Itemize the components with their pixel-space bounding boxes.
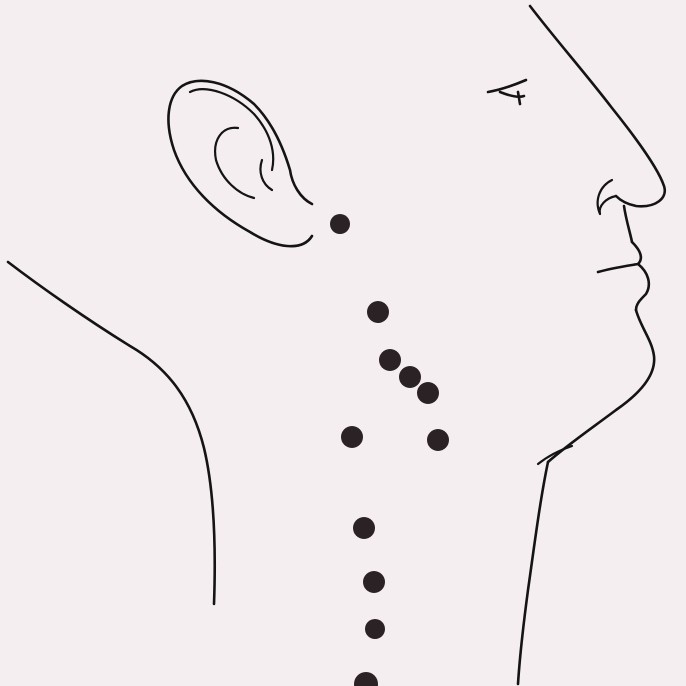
eye bbox=[488, 80, 526, 104]
lymph-nodes bbox=[330, 214, 449, 686]
nostril bbox=[598, 180, 616, 214]
lymph-node bbox=[399, 366, 421, 388]
lymph-node bbox=[341, 426, 363, 448]
ear-helix-fold bbox=[190, 89, 273, 170]
throat-front-line bbox=[518, 462, 548, 684]
lymph-node bbox=[330, 214, 350, 234]
chin-and-jawline bbox=[548, 310, 654, 462]
lymph-node bbox=[363, 571, 385, 593]
lymph-node bbox=[354, 672, 378, 686]
lymph-node bbox=[353, 517, 375, 539]
lymph-node bbox=[427, 429, 449, 451]
ear bbox=[168, 81, 312, 246]
philtrum bbox=[624, 206, 632, 242]
lymph-node bbox=[365, 619, 385, 639]
nape-line bbox=[8, 262, 215, 604]
lymph-node bbox=[417, 382, 439, 404]
upper-lip bbox=[632, 242, 641, 264]
eyelash bbox=[518, 92, 520, 104]
forehead-and-nose-profile bbox=[530, 6, 665, 206]
upper-eyelid bbox=[488, 80, 526, 92]
ear-outer-outline bbox=[168, 81, 312, 246]
lower-eyelid bbox=[500, 92, 524, 97]
lymph-node bbox=[379, 349, 401, 371]
ear-concha bbox=[260, 160, 272, 190]
lymph-node bbox=[367, 301, 389, 323]
ear-inner-fold bbox=[215, 128, 254, 198]
mouth-line bbox=[598, 264, 638, 272]
lower-lip bbox=[636, 264, 649, 310]
